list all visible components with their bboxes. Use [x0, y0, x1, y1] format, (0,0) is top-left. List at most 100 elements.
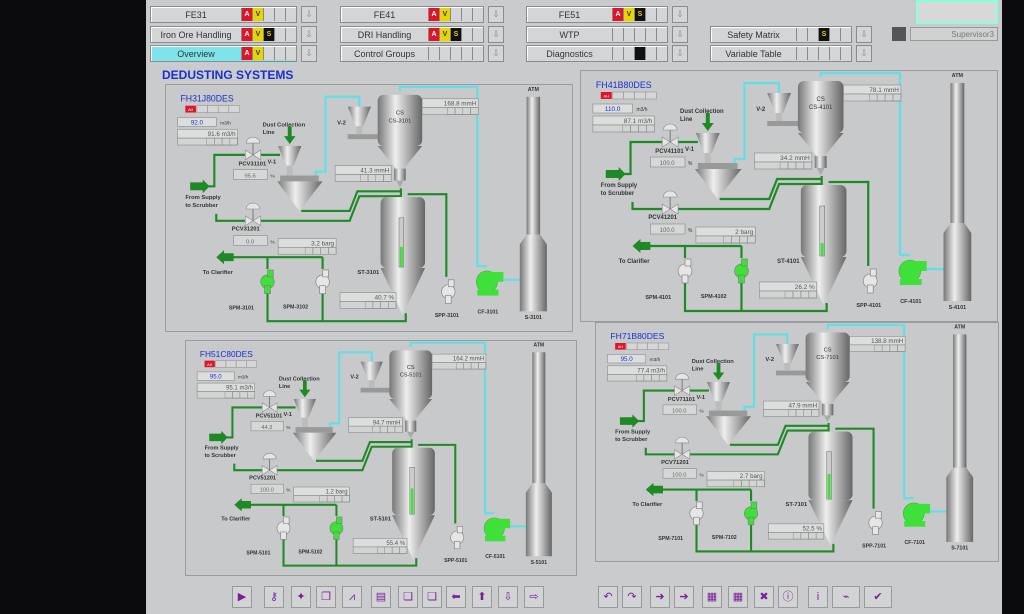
nav-button[interactable]: Variable Table	[710, 45, 852, 62]
nav-dropdown-arrow-icon[interactable]: ⇩	[488, 45, 504, 62]
pump-spp[interactable]	[441, 279, 456, 304]
color-palette-2-icon[interactable]: ▦	[728, 586, 748, 608]
pump-spm1[interactable]	[677, 258, 693, 284]
nav-dropdown-arrow-icon[interactable]: ⇩	[488, 6, 504, 23]
nav-dropdown-arrow-icon[interactable]: ⇩	[672, 6, 688, 23]
step-right-icon[interactable]: ➜	[650, 586, 670, 608]
nav-dropdown-arrow-icon[interactable]: ⇩	[856, 45, 872, 62]
forward-icon[interactable]: ➔	[674, 586, 694, 608]
setpoint-input[interactable]	[196, 371, 235, 381]
pump-spm2[interactable]	[315, 269, 330, 294]
info-icon[interactable]: i	[808, 586, 828, 608]
stack-label: S-4101	[949, 305, 967, 311]
nav-button[interactable]: Diagnostics	[526, 45, 668, 62]
flow-readout: 95.1 m3/h	[196, 382, 255, 399]
fan-cf[interactable]	[898, 259, 927, 285]
cf-label: CF-7101	[904, 540, 925, 546]
info-gray-icon[interactable]: ⓘ	[778, 586, 798, 608]
pcv2-output[interactable]	[233, 235, 268, 246]
pcv1-output[interactable]	[650, 156, 686, 168]
color-palette-icon[interactable]: ▦	[702, 586, 722, 608]
alarm-indicator[interactable]	[600, 92, 612, 99]
control-valve-2[interactable]	[661, 190, 679, 215]
pump-spm2[interactable]	[744, 501, 759, 526]
dust-line-arrow-icon	[299, 380, 311, 398]
nav-dropdown-arrow-icon[interactable]: ⇩	[856, 26, 872, 43]
pump-spm2[interactable]	[329, 516, 344, 540]
nav-dropdown-arrow-icon[interactable]: ⇩	[672, 45, 688, 62]
alarm-indicator[interactable]	[185, 105, 196, 113]
pcv2-output[interactable]	[250, 483, 284, 494]
nav-dropdown-arrow-icon[interactable]: ⇩	[301, 26, 317, 43]
pump-spp[interactable]	[450, 526, 464, 550]
trend-icon[interactable]: ⩘	[342, 586, 362, 608]
pump-spm1[interactable]	[689, 501, 704, 526]
pcv1-output[interactable]	[662, 404, 697, 415]
control-valve-2[interactable]	[261, 453, 278, 476]
pump-spm1[interactable]	[276, 516, 291, 540]
stack-label: S-7101	[951, 546, 968, 552]
fan-cf[interactable]	[483, 517, 511, 542]
control-valve-1[interactable]	[261, 390, 278, 413]
setpoint-input[interactable]	[607, 354, 647, 364]
settling-tank	[392, 447, 435, 561]
window-paste-icon[interactable]: ❏	[422, 586, 442, 608]
undo-icon[interactable]: ↶	[598, 586, 618, 608]
checkmark-icon[interactable]: ✔	[864, 586, 892, 608]
page-title: DEDUSTING SYSTEMS	[162, 68, 294, 82]
arrow-up-icon[interactable]: ⬆	[472, 586, 492, 608]
arrow-down-icon[interactable]: ⇩	[498, 586, 518, 608]
document-icon[interactable]: ▤	[371, 586, 391, 608]
control-valve-2[interactable]	[244, 202, 262, 227]
arrow-right-icon[interactable]: ⇨	[524, 586, 544, 608]
pcv1-output[interactable]	[250, 421, 284, 432]
pcv2-output[interactable]	[662, 468, 697, 479]
window-copy-icon[interactable]: ❏	[398, 586, 418, 608]
spm1-label: SPM-3101	[229, 305, 254, 311]
copy-windows-icon[interactable]: ❐	[316, 586, 336, 608]
control-valve-1[interactable]	[244, 136, 262, 161]
pump-spp[interactable]	[868, 511, 883, 535]
pump-spp[interactable]	[862, 268, 878, 294]
pump-spm1[interactable]	[260, 269, 275, 294]
pcv1-output[interactable]	[233, 169, 268, 180]
nav-button[interactable]: WTP	[526, 26, 668, 43]
play-icon[interactable]: ▶	[232, 586, 252, 608]
key-icon[interactable]: ⚷	[264, 586, 284, 608]
pcv2-output[interactable]	[650, 223, 686, 235]
nav-button[interactable]: Control Groups	[340, 45, 484, 62]
arrow-left-icon[interactable]: ⬅	[446, 586, 466, 608]
pump-spm2[interactable]	[734, 258, 749, 284]
control-valve-1[interactable]	[661, 123, 679, 148]
nav-dropdown-arrow-icon[interactable]: ⇩	[488, 26, 504, 43]
status-cell	[207, 105, 219, 113]
user-icon[interactable]	[892, 27, 906, 41]
control-valve-1[interactable]	[674, 373, 691, 396]
setpoint-input[interactable]	[177, 117, 217, 127]
network-icon[interactable]: ⌁	[832, 586, 860, 608]
nav-dropdown-arrow-icon[interactable]: ⇩	[301, 45, 317, 62]
cs-dp-readout-text: 78.1 mmH	[869, 87, 899, 94]
fan-cf[interactable]	[476, 270, 504, 296]
lightbulb-icon[interactable]: ✦	[291, 586, 311, 608]
setpoint-input[interactable]	[592, 103, 633, 114]
nav-dropdown-arrow-icon[interactable]: ⇩	[301, 6, 317, 23]
level-readout: 55.4 %	[352, 538, 408, 554]
v1-dp-readout: 47.9 mmH	[763, 400, 820, 417]
color-delete-icon[interactable]: ✖	[754, 586, 774, 608]
setpoint-value: 92.0	[191, 119, 204, 126]
cs-dp-readout-text: 168.8 mmH	[444, 101, 477, 108]
alarm-indicator[interactable]	[204, 360, 215, 368]
alarm-indicator[interactable]	[615, 342, 626, 350]
control-valve-2[interactable]	[674, 436, 691, 460]
fan-cf[interactable]	[902, 502, 931, 527]
redo-icon[interactable]: ↷	[622, 586, 642, 608]
nav-dropdown-arrow-icon[interactable]: ⇩	[672, 26, 688, 43]
